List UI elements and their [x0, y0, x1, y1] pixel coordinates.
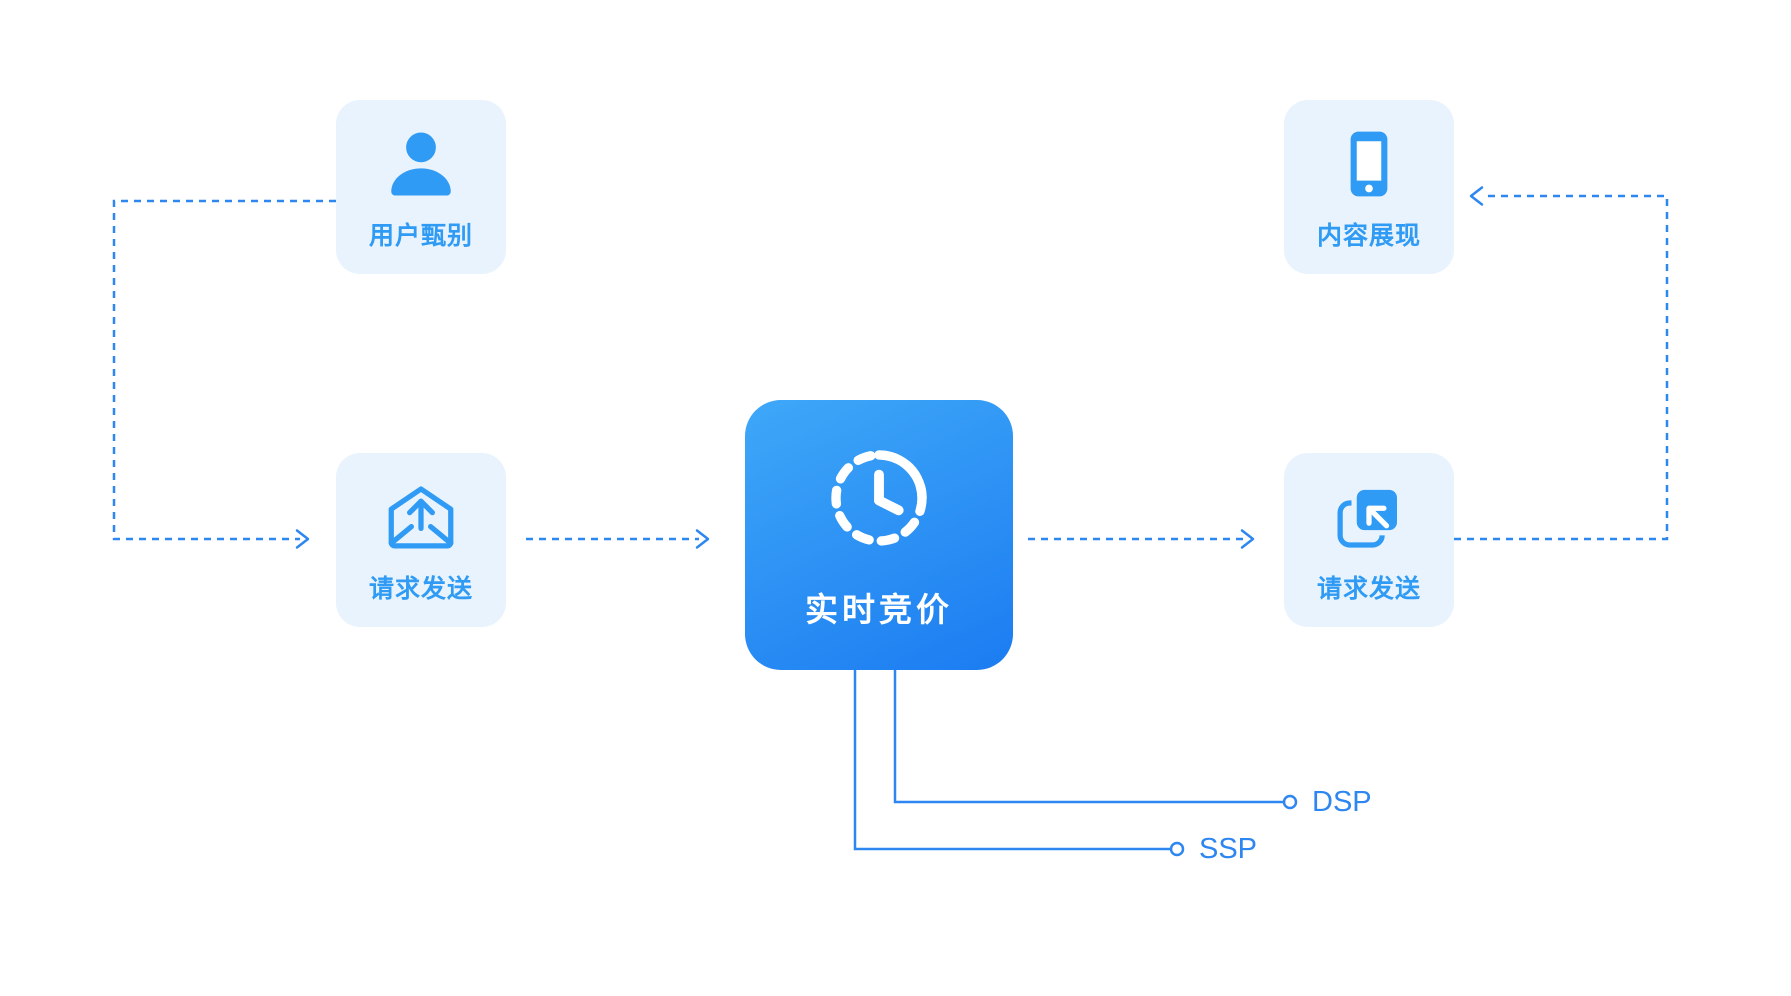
ssp-label: SSP [1199, 833, 1258, 865]
user-icon [379, 122, 463, 206]
node-user-screening: 用户甄别 [336, 100, 506, 274]
arrowhead-right-3 [1240, 529, 1255, 549]
dsp-label: DSP [1312, 786, 1372, 818]
node-content-display: 内容展现 [1284, 100, 1454, 274]
arrowhead-left-1 [1469, 186, 1484, 206]
line-rtb-to-dsp [893, 670, 1283, 804]
dashed-clock-icon [820, 439, 938, 557]
node-request-send-left: 请求发送 [336, 453, 506, 627]
arrowhead-right-1 [295, 529, 310, 549]
node-label: 内容展现 [1316, 222, 1421, 250]
line-rtb-to-ssp [853, 670, 1170, 851]
node-label: 请求发送 [368, 575, 473, 603]
dsp-endpoint-dot [1282, 794, 1298, 810]
arrow-request-to-content [1454, 194, 1669, 541]
arrowhead-right-2 [695, 529, 710, 549]
mail-send-icon [379, 475, 463, 559]
share-squares-icon [1327, 475, 1411, 559]
node-label: 用户甄别 [368, 222, 473, 250]
node-rtb-center: 实时竞价 [745, 400, 1013, 670]
node-request-send-right: 请求发送 [1284, 453, 1454, 627]
node-label: 请求发送 [1316, 575, 1421, 603]
node-label: 实时竞价 [805, 591, 953, 628]
arrow-user-to-request [112, 199, 336, 541]
ssp-endpoint-dot [1169, 841, 1185, 857]
smartphone-icon [1327, 122, 1411, 206]
